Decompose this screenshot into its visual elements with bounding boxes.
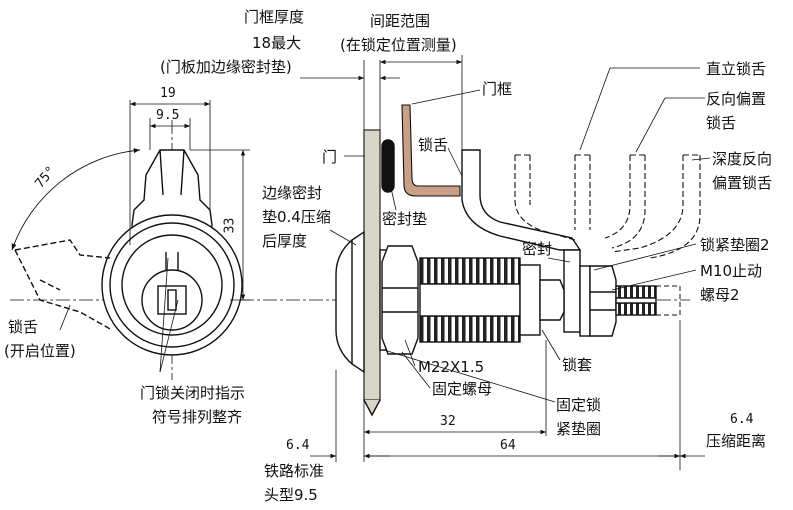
deep-reverse-label-1: 深度反向 [712,150,773,168]
compress-distance-label: 压缩距离 [706,432,767,450]
indicator-label-2: 符号排列整齐 [152,408,243,426]
dim-width-9-5: 9.5 [156,108,180,123]
rail-label-1: 铁路标准 [264,462,325,480]
door-frame-label: 门框 [482,80,513,98]
frame-thickness-note: (门板加边缘密封垫) [160,58,292,76]
front-view [10,100,360,380]
side-view [300,55,711,470]
frame-thickness-label: 门框厚度 [244,8,305,26]
seal-label: 密封 [522,240,553,258]
straight-tongue-label: 直立锁舌 [706,60,767,78]
dim-length-64: 64 [500,438,516,453]
fixing-nut-label: 固定螺母 [432,380,493,398]
seal-pad-label: 密封垫 [382,210,428,228]
indicator-label-1: 门锁关闭时指示 [140,384,246,402]
reverse-offset-label-2: 锁舌 [706,114,737,132]
dim-rail-6-4: 6.4 [286,438,310,453]
stop-nut-label-2: 螺母2 [700,286,740,304]
frame-thickness-max: 18最大 [252,34,302,52]
rail-label-2: 头型9.5 [264,486,318,504]
edge-seal-label-3: 后厚度 [262,232,308,250]
dim-length-32: 32 [440,414,456,429]
fixed-washer-label-1: 固定锁 [556,396,602,414]
dim-height-33: 33 [222,217,238,234]
fixed-washer-label-2: 紧垫圈 [556,420,602,438]
tongue-open-label-1: 锁舌 [8,318,39,336]
dim-width-19: 19 [160,86,176,101]
spacing-range-label: 间距范围 [370,12,431,30]
thread-label: M22X1.5 [418,358,485,376]
deep-reverse-label-2: 偏置锁舌 [712,174,773,192]
edge-seal-label-1: 边缘密封 [262,184,323,202]
tongue-label: 锁舌 [418,136,449,154]
edge-seal-label-2: 垫0.4压缩 [262,208,331,226]
tongue-open-label-2: (开启位置) [4,342,76,360]
door-label: 门 [322,148,338,166]
sleeve-label: 锁套 [562,356,593,374]
dim-compress-6-4: 6.4 [730,412,754,427]
stop-nut-label-1: M10止动 [700,262,763,280]
spacing-range-note: (在锁定位置测量) [340,36,457,54]
lock-washer-label: 锁紧垫圈2 [700,236,770,254]
reverse-offset-label-1: 反向偏置 [706,90,767,108]
